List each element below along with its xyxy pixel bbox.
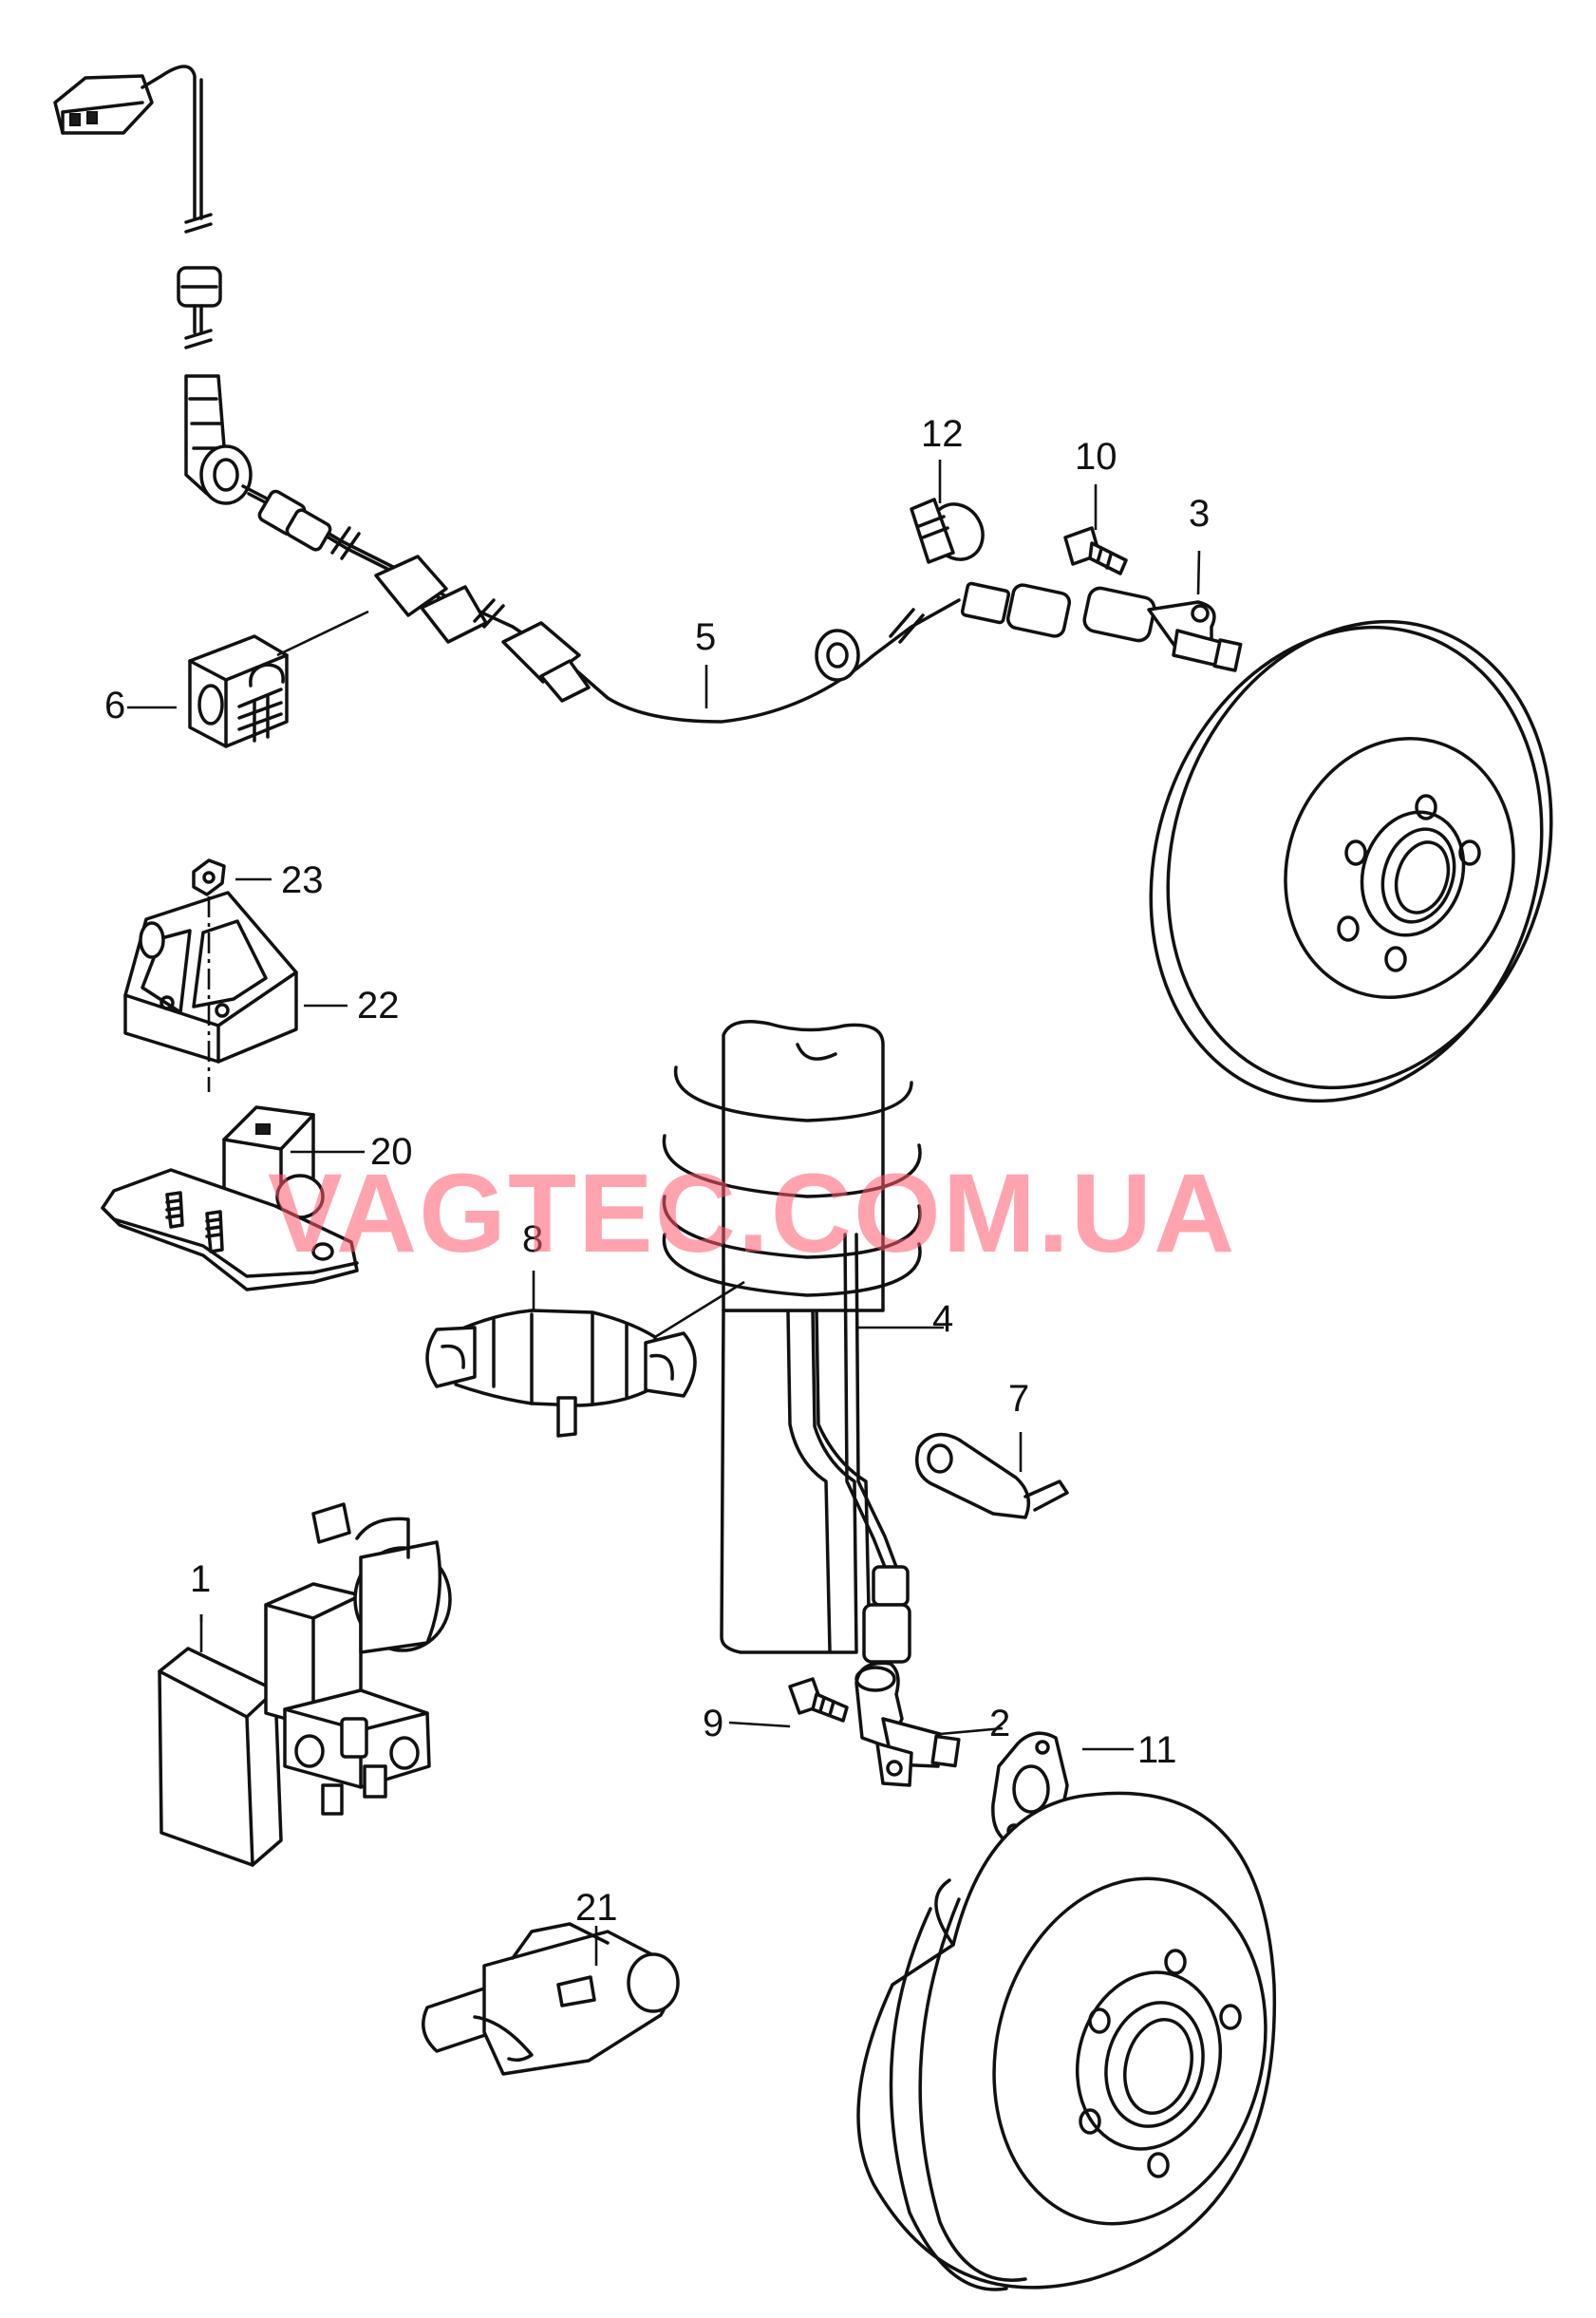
watermark-text: VAGTEC.COM.UA (268, 1151, 1236, 1276)
relay-mount-bracket (123, 891, 298, 1064)
rubber-bushing (910, 498, 985, 564)
callout-21: 21 (575, 1887, 618, 1929)
callout-22: 22 (357, 985, 400, 1027)
brake-disc-lower (856, 1791, 1277, 2291)
callout-7: 7 (1008, 1378, 1029, 1420)
callout-10: 10 (1075, 436, 1117, 478)
callout-6: 6 (104, 685, 125, 726)
callout-20: 20 (370, 1131, 413, 1173)
callout-8: 8 (522, 1218, 543, 1260)
hex-bolt-sensor (1063, 526, 1128, 575)
callout-12: 12 (921, 413, 964, 455)
suspension-strut (662, 1020, 922, 1664)
callout-1: 1 (190, 1558, 211, 1600)
callout-23: 23 (281, 859, 324, 901)
sensor-bracket (915, 1432, 1069, 1519)
leader-lines (127, 460, 1201, 1966)
brake-disc-upper (1149, 619, 1553, 1103)
cable-bracket-holder (188, 634, 289, 748)
abs-valve-pump (158, 1502, 452, 1867)
abs-speed-sensor-rear (1082, 586, 1243, 672)
strut-cable-clamp (425, 1309, 697, 1438)
abs-sensor-cable-rear (53, 65, 1072, 724)
abs-speed-sensor-front (854, 1661, 961, 1787)
callout-9: 9 (703, 1703, 723, 1744)
relay (222, 1105, 325, 1219)
hex-bolt-front (788, 1677, 849, 1723)
relay-base-plate (101, 1168, 359, 1291)
callout-11: 11 (1137, 1729, 1177, 1771)
callout-3: 3 (1189, 493, 1210, 535)
switch-sensor (422, 1922, 680, 2076)
callout-5: 5 (695, 616, 716, 658)
hex-nut (192, 858, 226, 896)
callout-4: 4 (932, 1298, 953, 1340)
callout-2: 2 (989, 1703, 1010, 1744)
